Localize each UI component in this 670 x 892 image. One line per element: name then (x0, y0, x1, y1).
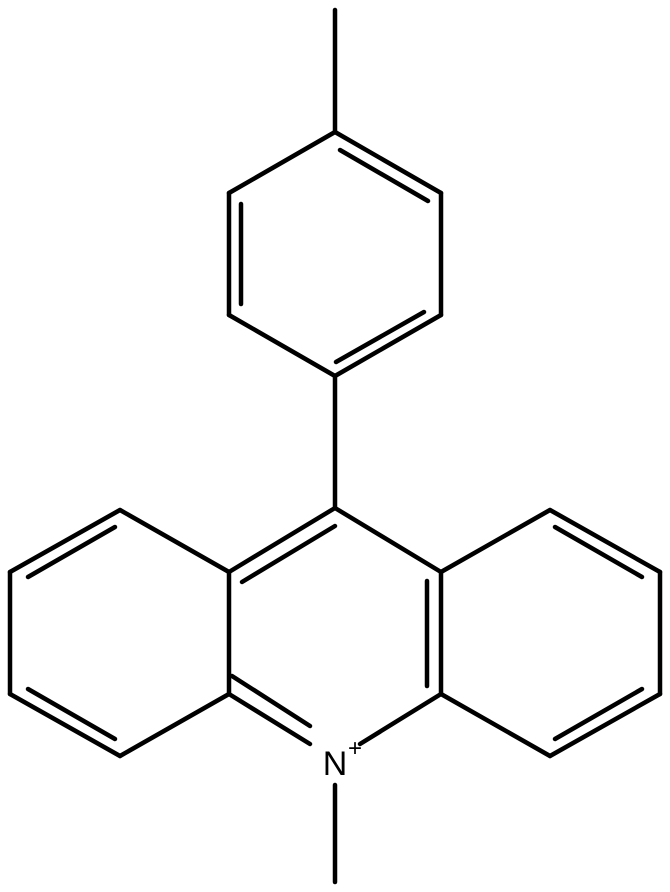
ring-bond (357, 691, 444, 747)
atom-charge: + (348, 735, 362, 762)
double-bond-inner (333, 309, 427, 365)
ring-bond (226, 312, 338, 379)
double-bond-inner (25, 686, 118, 742)
double-bond-inner (552, 524, 645, 580)
nitrogen-atom: N + (323, 735, 362, 783)
double-bond-inner (229, 673, 313, 729)
right-ring (438, 507, 663, 759)
central-ring (226, 505, 444, 747)
ring-bond (7, 507, 123, 575)
ring-bond (226, 505, 338, 575)
double-bond-inner (552, 686, 645, 742)
ring-bond (332, 505, 444, 575)
double-bond-inner (239, 523, 338, 585)
left-ring (7, 507, 232, 759)
atom-symbol: N (323, 745, 348, 783)
ring-bond (547, 691, 663, 759)
ring-bond (117, 507, 232, 575)
ring-bond (547, 507, 663, 575)
ring-bond (438, 691, 553, 759)
ring-bond (7, 691, 123, 759)
double-bond-inner (25, 524, 118, 580)
ring-bond (332, 129, 444, 196)
ring-bond (438, 507, 553, 575)
tolyl-ring (226, 129, 444, 379)
ring-bond (332, 312, 444, 379)
ring-bond (117, 691, 232, 759)
double-bond-inner (337, 147, 431, 204)
ring-bond (226, 691, 313, 747)
ring-bond (226, 129, 338, 196)
